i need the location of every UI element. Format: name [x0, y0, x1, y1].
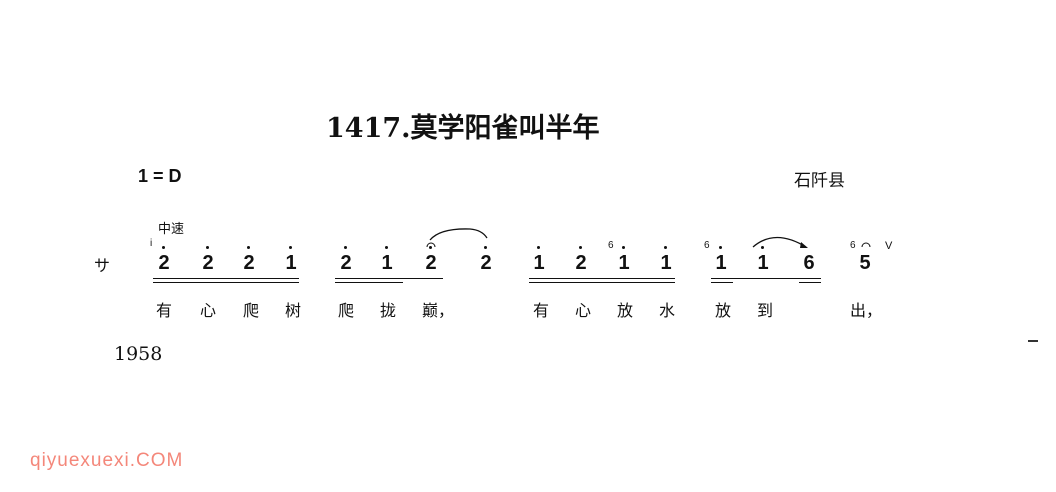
note: 2: [476, 246, 496, 275]
grace-note: i: [150, 238, 153, 249]
note: 1: [753, 246, 773, 275]
lyric: 爬: [337, 301, 354, 320]
note: 2: [198, 246, 218, 275]
lyric: 巅，: [422, 301, 455, 320]
note: 2: [154, 246, 174, 275]
beam-line: [153, 282, 299, 283]
grace-note: 6: [608, 240, 614, 251]
note: 1: [281, 246, 301, 275]
lyric: 爬: [242, 301, 259, 320]
lyric: 拢: [379, 301, 396, 320]
note: 1: [614, 246, 634, 275]
lyric: 出，: [850, 301, 883, 320]
note: 2: [421, 246, 441, 275]
note: 1: [377, 246, 397, 275]
watermark: qiyuexuexi.COM: [30, 450, 184, 471]
note: 5: [859, 252, 871, 274]
beam-line: [529, 282, 675, 283]
note: 6: [803, 252, 815, 274]
lyric: 有: [155, 301, 172, 320]
lyric: 心: [574, 301, 591, 320]
beam-line: [711, 278, 821, 279]
grace-note: 6: [704, 240, 710, 251]
lyric: 放: [616, 301, 633, 320]
year-label: 1958: [114, 343, 163, 365]
beam-line: [529, 278, 675, 279]
lyric: 到: [756, 301, 773, 320]
beam-line: [711, 282, 733, 283]
beam-line: [153, 278, 299, 279]
lyric: 心: [199, 301, 216, 320]
page-mark: [1028, 340, 1038, 342]
note: 1: [711, 246, 731, 275]
region-label: 石阡县: [794, 171, 845, 191]
grace-note: 6: [850, 240, 856, 251]
lyric: 有: [532, 301, 549, 320]
breath-mark: V: [885, 240, 893, 252]
note: 2: [239, 246, 259, 275]
key-signature: 1 = D: [138, 166, 182, 186]
lyric: 水: [658, 301, 675, 320]
beam-line: [335, 282, 403, 283]
note: 2: [571, 246, 591, 275]
note: 2: [336, 246, 356, 275]
note: 1: [529, 246, 549, 275]
note: 1: [656, 246, 676, 275]
beam-line: [799, 282, 821, 283]
beam-line: [335, 278, 443, 279]
lyric: 树: [284, 301, 301, 320]
free-meter-sign: サ: [94, 256, 111, 275]
song-title: 1417.莫学阳雀叫半年: [326, 113, 600, 144]
tempo-marking: 中速: [158, 222, 185, 237]
lyric: 放: [714, 301, 731, 320]
